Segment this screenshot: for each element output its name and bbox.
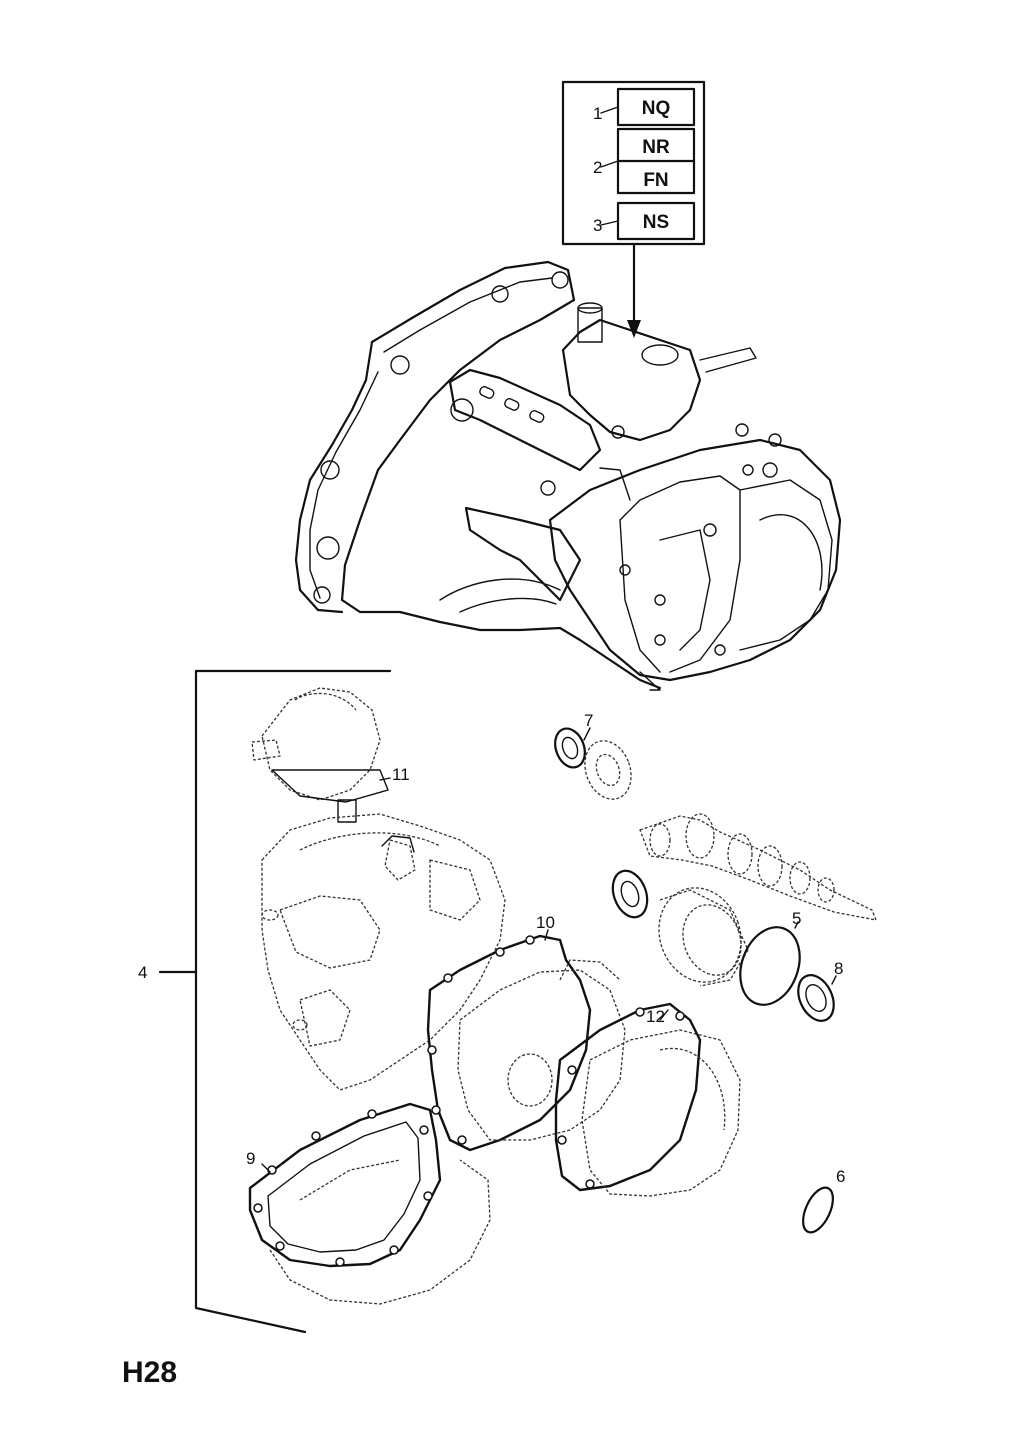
variant-code-ns: NS (643, 212, 669, 233)
callout-4: 4 (138, 963, 147, 982)
variant-code-fn: FN (643, 170, 668, 191)
variant-code-nq: NQ (642, 98, 671, 119)
part-10-gasket: 10 (426, 913, 626, 1152)
part-6-ring: 6 (802, 1167, 845, 1234)
callout-5: 5 (792, 909, 801, 928)
callout-6: 6 (836, 1167, 845, 1186)
variant-code-box: 1 2 3 NQ NR FN NS (561, 80, 706, 338)
part-9-oil-pan-gasket: 9 (246, 1102, 491, 1305)
part-8-seal: 8 (797, 959, 843, 1022)
differential-gear (611, 869, 749, 987)
callout-10: 10 (536, 913, 555, 932)
variant-ref-1: 1 (593, 104, 602, 123)
page-code: H28 (122, 1356, 177, 1389)
callout-8: 8 (834, 959, 843, 978)
variant-ref-3: 3 (593, 216, 602, 235)
exploded-parts: 11 10 (246, 687, 877, 1305)
part-11-selector-housing: 11 (251, 687, 410, 823)
callout-9: 9 (246, 1149, 255, 1168)
callout-11: 11 (392, 765, 410, 784)
part-12-rear-cover: 12 (554, 1002, 741, 1197)
pointer-arrowhead (627, 320, 641, 338)
part-5-circlip: 5 (739, 909, 801, 1006)
callout-12: 12 (646, 1007, 665, 1026)
part-4-case-ghost (261, 813, 506, 1091)
part-7-seal-bearing: 7 (554, 711, 632, 800)
variant-ref-2: 2 (593, 158, 602, 177)
variant-box-frame (561, 80, 706, 246)
gearbox-assembly-illustration (294, 260, 842, 691)
variant-code-nr: NR (642, 137, 670, 158)
assembly-bracket-4: 4 (138, 669, 392, 1334)
callout-7: 7 (584, 711, 593, 730)
gear-shaft (639, 813, 877, 921)
